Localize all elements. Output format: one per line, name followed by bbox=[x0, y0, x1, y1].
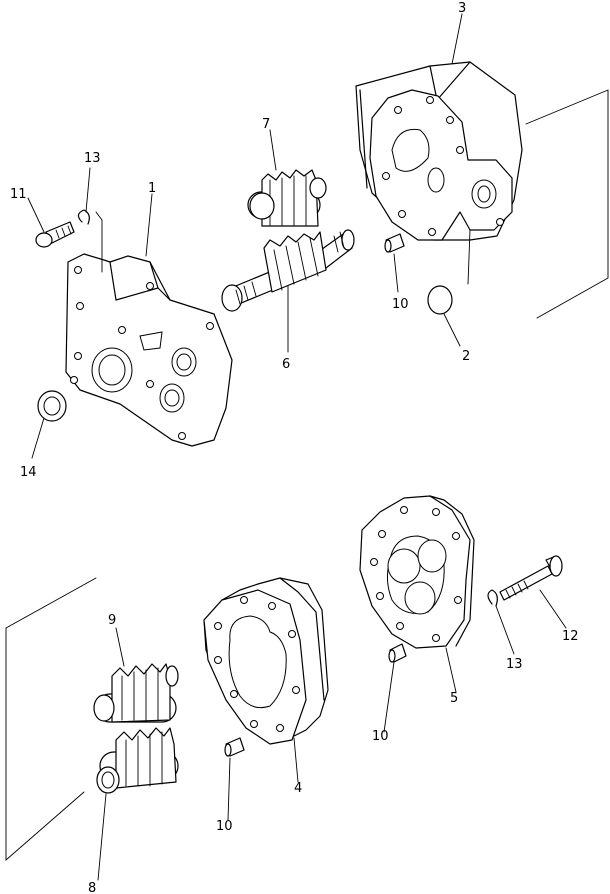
dowel-pin-part-10-bottom-left bbox=[224, 737, 245, 757]
callout-5: 5 bbox=[450, 691, 458, 706]
gear-housing-part-4 bbox=[203, 577, 329, 745]
callout-1: 1 bbox=[148, 181, 156, 196]
callout-7: 7 bbox=[262, 117, 270, 132]
dowel-pin-part-10-bottom-right bbox=[388, 643, 407, 663]
gear-part-7 bbox=[247, 169, 327, 227]
leader-lines bbox=[27, 13, 567, 881]
callout-10-bottom-right: 10 bbox=[372, 729, 389, 744]
assembly-bracket-line-bottom bbox=[5, 577, 97, 861]
callout-2: 2 bbox=[462, 349, 470, 364]
callout-9: 9 bbox=[108, 613, 116, 628]
drive-gear-shaft-part-6 bbox=[221, 229, 355, 312]
callout-10-bottom-left: 10 bbox=[216, 819, 233, 834]
callout-13-bottom: 13 bbox=[506, 657, 523, 672]
pump-body-part-3 bbox=[355, 61, 523, 285]
callout-4: 4 bbox=[294, 781, 302, 796]
bolt-part-11 bbox=[35, 221, 75, 248]
dowel-pin-part-10-top bbox=[384, 233, 405, 253]
washer-part-13-bottom bbox=[487, 589, 498, 607]
front-cover-part-1 bbox=[65, 211, 233, 447]
callout-3: 3 bbox=[458, 1, 466, 16]
callout-10-top: 10 bbox=[392, 297, 409, 312]
callout-12: 12 bbox=[562, 629, 579, 644]
washer-part-13-top bbox=[77, 209, 90, 225]
callout-6: 6 bbox=[282, 357, 290, 372]
callout-13-top: 13 bbox=[84, 151, 101, 166]
oil-seal-part-14 bbox=[37, 390, 67, 422]
callout-11: 11 bbox=[10, 187, 27, 202]
assembly-bracket-line bbox=[525, 89, 609, 319]
rear-plate-part-5 bbox=[359, 495, 475, 649]
o-ring-part-2 bbox=[427, 285, 453, 315]
callout-8: 8 bbox=[88, 881, 96, 894]
callout-14: 14 bbox=[20, 465, 37, 480]
bolt-part-12 bbox=[499, 555, 563, 601]
gear-part-8 bbox=[96, 727, 179, 794]
gear-part-9 bbox=[93, 663, 179, 723]
